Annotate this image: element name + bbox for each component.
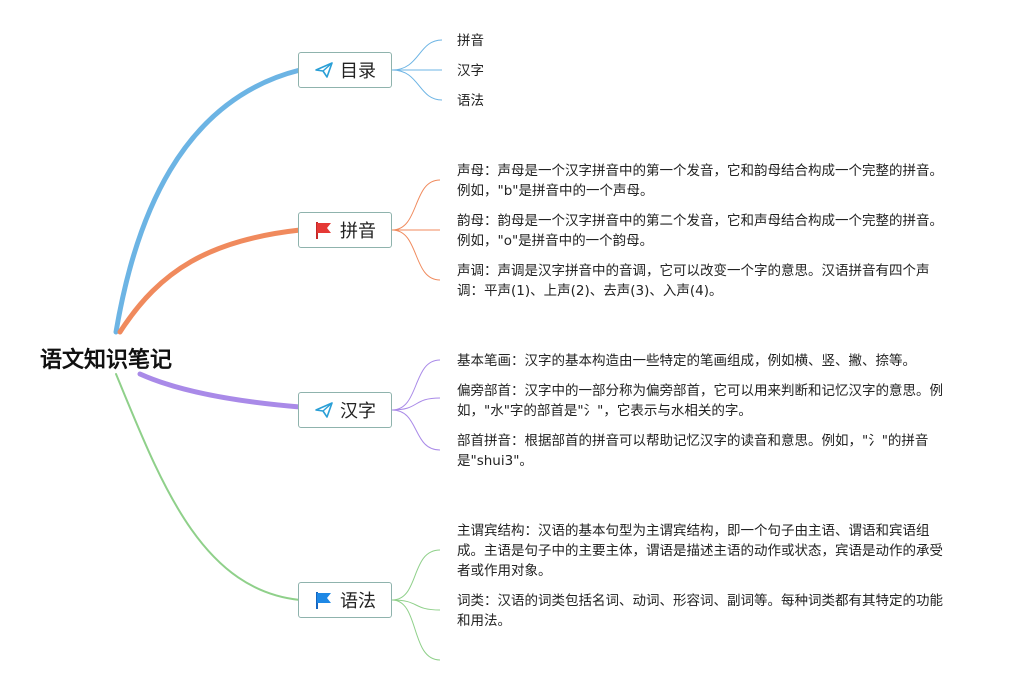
connector-yufa [115,373,301,601]
leaf-connector [391,359,441,411]
leaf-connector [391,397,441,411]
blue-flag-icon [314,590,334,610]
connector-pinyin [117,227,303,335]
branch-node-mulu[interactable]: 目录 [298,52,392,88]
branch-label: 拼音 [340,221,376,242]
root-topic[interactable]: 语文知识笔记 [40,348,173,373]
leaf-item[interactable]: 部首拼音：根据部首的拼音可以帮助记忆汉字的读音和意思。例如，"氵"的拼音是"sh… [457,433,929,469]
branch-node-yufa[interactable]: 语法 [298,582,392,618]
paper-plane-icon [314,400,334,420]
leaf-connector [391,549,441,601]
connector-mulu [113,67,303,335]
leaf-item[interactable]: 汉字 [457,63,484,79]
branch-node-hanzi[interactable]: 汉字 [298,392,392,428]
branch-node-pinyin[interactable]: 拼音 [298,212,392,248]
leaf-connector [391,599,441,611]
leaf-connector [391,179,441,231]
leaf-connector [391,599,441,661]
leaf-item[interactable]: 拼音 [457,33,484,49]
branch-label: 目录 [340,61,376,82]
leaf-connector [391,229,441,281]
red-flag-icon [314,220,334,240]
leaf-item[interactable]: 词类：汉语的词类包括名词、动词、形容词、副词等。每种词类都有其特定的功能和用法。 [457,593,943,629]
connector-hanzi [137,371,303,410]
leaf-item[interactable]: 主谓宾结构：汉语的基本句型为主谓宾结构，即一个句子由主语、谓语和宾语组成。主语是… [457,523,943,579]
leaf-item[interactable]: 语法 [457,93,484,109]
leaf-connector [391,69,443,101]
leaf-connector [391,409,441,451]
branch-label: 汉字 [340,401,376,422]
leaf-item[interactable]: 基本笔画：汉字的基本构造由一些特定的笔画组成，例如横、竖、撇、捺等。 [457,353,916,369]
paper-plane-icon [314,60,334,80]
leaf-item[interactable]: 声母：声母是一个汉字拼音中的第一个发音，它和韵母结合构成一个完整的拼音。例如，"… [457,163,943,199]
branch-label: 语法 [340,591,376,612]
leaf-item[interactable]: 偏旁部首：汉字中的一部分称为偏旁部首，它可以用来判断和记忆汉字的意思。例如，"水… [457,383,943,419]
leaf-item[interactable]: 韵母：韵母是一个汉字拼音中的第二个发音，它和声母结合构成一个完整的拼音。例如，"… [457,213,943,249]
leaf-item[interactable]: 声调：声调是汉字拼音中的音调，它可以改变一个字的意思。汉语拼音有四个声调：平声(… [457,263,930,299]
leaf-connector [391,39,443,71]
